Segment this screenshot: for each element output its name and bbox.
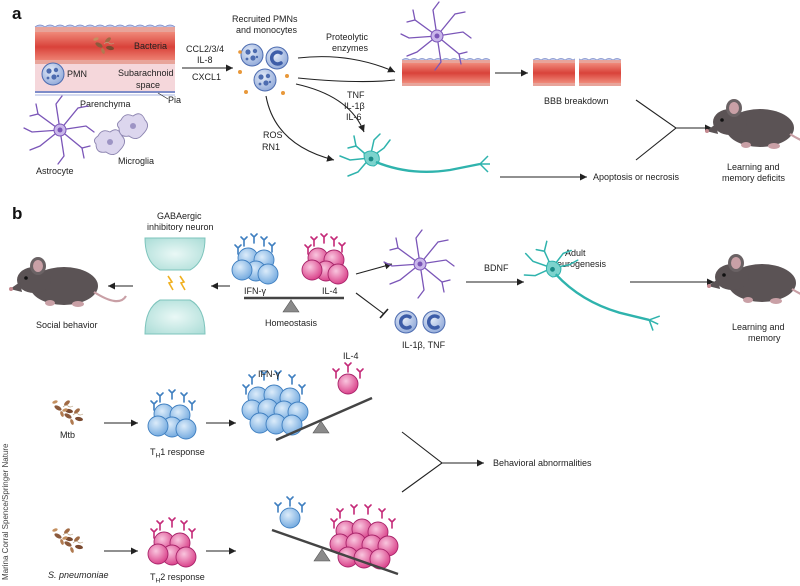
bdnf-label: BDNF [484,263,509,273]
image-credit: Marina Corral Spence/Springer Nature [1,443,10,580]
il1b-label: IL-1β [344,101,365,111]
neuron-illustration-a [338,132,492,178]
seesaw-ifn-label: IFN-γ [258,369,280,379]
chemokines-label-2: IL-8 [197,55,213,65]
spneu-bacteria-2 [61,535,84,554]
homeostasis-balance [244,296,344,313]
tilted-balance-th2 [271,528,399,576]
adult-neurogenesis-label-2: neurogenesis [552,259,607,269]
behavioral-abnormalities-label: Behavioral abnormalities [493,458,592,468]
spneu-bacteria [51,527,74,546]
mouse-outcome-b [705,252,800,306]
vessel-segment-2 [532,58,622,86]
th2-response-label: TH2 response [150,572,205,585]
bacteria-label: Bacteria [134,41,167,51]
social-behavior-label: Social behavior [36,320,98,330]
th2-cell-cluster [147,517,197,568]
mouse-social [7,255,128,309]
th2-suffix: 2 response [160,572,205,582]
synapse-illustration [144,237,206,335]
mtb-label: Mtb [60,430,75,440]
recruited-cells [238,43,290,95]
parenchyma-label: Parenchyma [80,99,131,109]
il4-single-cell [332,362,364,395]
proteolytic-label-2: enzymes [332,43,369,53]
homeostasis-label: Homeostasis [265,318,318,328]
pia-label: Pia [168,95,181,105]
il4-large-cluster [329,504,399,570]
learning-memory-label-1: Learning and [732,322,785,332]
tnf-label: TNF [347,90,365,100]
tilted-balance-th1 [275,396,373,442]
astrocyte-label: Astrocyte [36,166,74,176]
cxcl1-label: CXCL1 [192,72,221,82]
adult-neurogenesis-label-1: Adult [565,248,586,258]
il6-label: IL-6 [346,112,362,122]
ifn-gamma-label: IFN-γ [244,286,266,296]
monocyte-1 [393,309,419,335]
ifn-gamma-cell-cluster [231,233,279,285]
outcome-a-label-1: Learning and [727,162,780,172]
ifn-gamma-single-cell [274,496,306,529]
seesaw-il4-label: IL-4 [343,351,359,361]
th1-prefix: T [150,447,156,457]
microglia-illustration-2 [116,113,149,140]
gaba-label-2: inhibitory neuron [147,222,214,232]
recruited-label-1: Recruited PMNs [232,14,298,24]
pmn-label: PMN [67,69,87,79]
vessel-segment-1 [401,58,491,86]
th1-cell-cluster [147,389,197,440]
mtb-bacteria-2 [61,407,84,426]
th1-subscript: H [156,453,161,460]
panel-a-label: a [12,4,22,23]
outcome-a-label-2: memory deficits [722,173,786,183]
meninges-vessel-diagram [34,24,176,96]
neuron-illustration-b [516,232,673,337]
microglia-label: Microglia [118,156,154,166]
panel-b-label: b [12,204,22,223]
ifn-gamma-large-cluster [241,370,309,436]
il4-label: IL-4 [322,286,338,296]
spneu-label: S. pneumoniae [48,570,109,580]
gaba-label-1: GABAergic [157,211,202,221]
th1-response-label: TH1 response [150,447,205,460]
ros-label: ROS [263,130,283,140]
subarachnoid-label-2: space [136,80,160,90]
astrocyte-illustration-b [383,229,455,299]
learning-memory-label-2: memory [748,333,781,343]
monocyte-2 [421,309,447,335]
bbb-breakdown-label: BBB breakdown [544,96,609,106]
th2-prefix: T [150,572,156,582]
apoptosis-label: Apoptosis or necrosis [593,172,680,182]
mtb-bacteria [51,399,74,418]
chemokines-label-1: CCL2/3/4 [186,44,224,54]
subarachnoid-label-1: Subarachnoid [118,68,174,78]
rn1-label: RN1 [262,142,280,152]
proteolytic-label-1: Proteolytic [326,32,369,42]
recruited-label-2: and monocytes [236,25,298,35]
il1b-tnf-label: IL-1β, TNF [402,340,446,350]
il4-cell-cluster [301,233,349,285]
th1-suffix: 1 response [160,447,205,457]
mouse-outcome-a [703,97,800,151]
th2-subscript: H [156,578,161,585]
